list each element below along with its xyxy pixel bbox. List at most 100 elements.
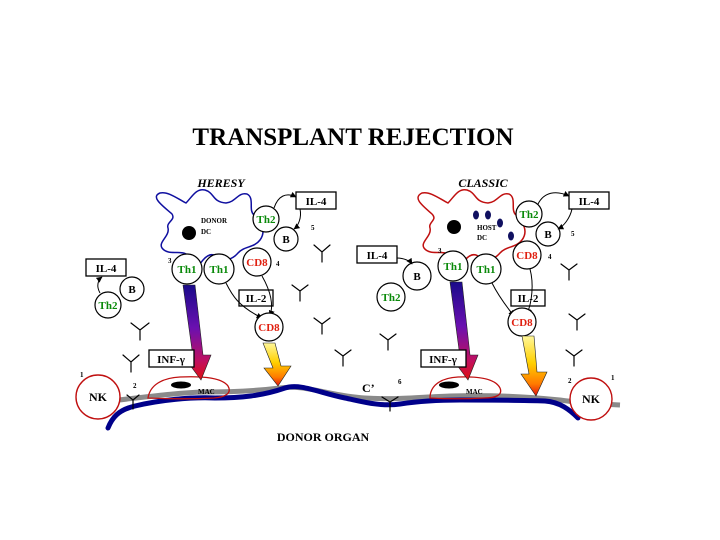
classic-heading: CLASSIC	[458, 176, 508, 190]
th1-label-left-a: Th1	[178, 264, 197, 276]
arrow-th2-to-il4-left	[273, 191, 297, 209]
num-4-right: 4	[548, 253, 552, 261]
host-dc-label-1: HOST	[477, 224, 497, 232]
antibody-icon	[291, 284, 309, 302]
antibody-icon	[560, 263, 578, 281]
host-dc-nucleus	[447, 220, 461, 234]
mac-label-right: MAC	[466, 388, 483, 396]
il2-label-right: IL-2	[518, 293, 539, 305]
host-dc-label-2: DC	[477, 234, 487, 242]
organ-gray-line	[99, 384, 621, 408]
il4-box-right-side	[356, 245, 398, 264]
th1-cell-right-a	[437, 250, 469, 282]
num-3-right: 3	[438, 247, 442, 255]
th2-cell-right-side	[376, 282, 406, 312]
num-2-left: 2	[133, 382, 137, 390]
b-cell-right-side	[402, 261, 432, 291]
antibody-icon	[565, 349, 583, 367]
b-label-left-side: B	[128, 284, 136, 296]
th1-cell-left-a	[171, 253, 203, 285]
nk-label-right: NK	[582, 392, 601, 406]
antibody-icon	[313, 317, 331, 335]
b-cell-right-top	[535, 221, 561, 247]
complement-label: C’	[362, 381, 375, 395]
cd8-cell-left-top	[242, 247, 272, 277]
il2-label-left: IL-2	[246, 293, 267, 305]
arrow-il4-to-b-right	[557, 208, 573, 230]
antibody-icon	[334, 349, 352, 367]
il4-label-left-side: IL-4	[96, 263, 117, 275]
antibody-icon	[126, 394, 140, 410]
mac-cell-left	[147, 376, 230, 400]
antibody-icon	[122, 354, 140, 373]
th2-label-right-top: Th2	[520, 209, 539, 221]
th2-cell-left-side	[94, 291, 122, 319]
antibody-icon	[381, 396, 399, 412]
inf-gamma-label-right: INF-γ	[429, 354, 457, 366]
th2-cell-left-top	[252, 205, 280, 233]
donor-organ-line	[105, 384, 581, 431]
cd8-cell-left-bottom	[254, 312, 284, 342]
cd8-organ-arrow-left	[262, 342, 292, 387]
b-label-right-top: B	[544, 229, 552, 241]
inf-gamma-label-left: INF-γ	[157, 354, 185, 366]
cd8-label-left-top: CD8	[246, 257, 268, 269]
cd8-label-left-bottom: CD8	[258, 322, 280, 334]
b-label-left-top: B	[282, 234, 290, 246]
arrow-il4-to-b-right-side	[396, 257, 413, 265]
cd8-cell-right-top	[512, 240, 542, 270]
antibody-icon	[379, 333, 397, 351]
inf-gamma-box-left	[148, 349, 195, 368]
num-2-right: 2	[568, 377, 572, 385]
cd8-organ-arrow-right	[520, 335, 548, 397]
mac-nucleus-left	[171, 381, 191, 389]
th2-label-left-top: Th2	[257, 214, 276, 226]
il4-label-left-top: IL-4	[306, 196, 327, 208]
antibody-icon	[313, 244, 331, 263]
arrow-il4-to-b-left	[293, 208, 301, 230]
arrow-th2-to-il4-side	[95, 276, 103, 294]
il4-box-right-top	[568, 191, 610, 210]
donor-dc-label-1: DONOR	[201, 217, 228, 225]
num-6: 6	[398, 378, 402, 386]
th1-cell-right-b	[470, 253, 502, 285]
il2-box-left	[238, 289, 274, 307]
th1-label-left-b: Th1	[210, 264, 229, 276]
heresy-heading: HERESY	[196, 176, 246, 190]
num-1-left: 1	[80, 371, 84, 379]
host-dc-cell	[417, 188, 526, 266]
nk-cell-left	[75, 374, 121, 420]
host-dc-granule-2	[485, 210, 491, 220]
il4-box-left-top	[295, 191, 337, 210]
donor-organ-label: DONOR ORGAN	[277, 430, 370, 444]
mac-cell-right	[429, 376, 502, 400]
num-5-right: 5	[571, 230, 575, 238]
th2-label-right-side: Th2	[382, 292, 401, 304]
il4-label-right-top: IL-4	[579, 196, 600, 208]
arrow-th2-to-il4-right	[537, 191, 570, 205]
th1-label-right-a: Th1	[444, 261, 463, 273]
donor-dc-cell	[155, 188, 264, 266]
num-3-left: 3	[168, 257, 172, 265]
num-4-left: 4	[276, 260, 280, 268]
num-1-right: 1	[611, 374, 615, 382]
th2-label-left-side: Th2	[99, 300, 118, 312]
cd8-label-right-bottom: CD8	[511, 317, 533, 329]
arrow-th1-to-il2-left	[225, 282, 263, 319]
host-dc-granule-3	[497, 218, 503, 228]
nk-label-left: NK	[89, 390, 108, 404]
cd8-label-right-top: CD8	[516, 250, 538, 262]
donor-dc-nucleus	[182, 226, 196, 240]
antibodies	[122, 244, 586, 412]
donor-dc-label-2: DC	[201, 228, 211, 236]
th1-cell-left-b	[203, 253, 235, 285]
antibody-icon	[568, 313, 586, 331]
b-cell-left-top	[273, 226, 299, 252]
inf-gamma-box-right	[420, 349, 467, 368]
il2-box-right	[510, 289, 546, 307]
page-title: TRANSPLANT REJECTION	[192, 124, 513, 151]
th2-cell-right-top	[515, 200, 543, 228]
nk-cell-right	[569, 377, 613, 421]
host-dc-granule-1	[473, 210, 479, 220]
